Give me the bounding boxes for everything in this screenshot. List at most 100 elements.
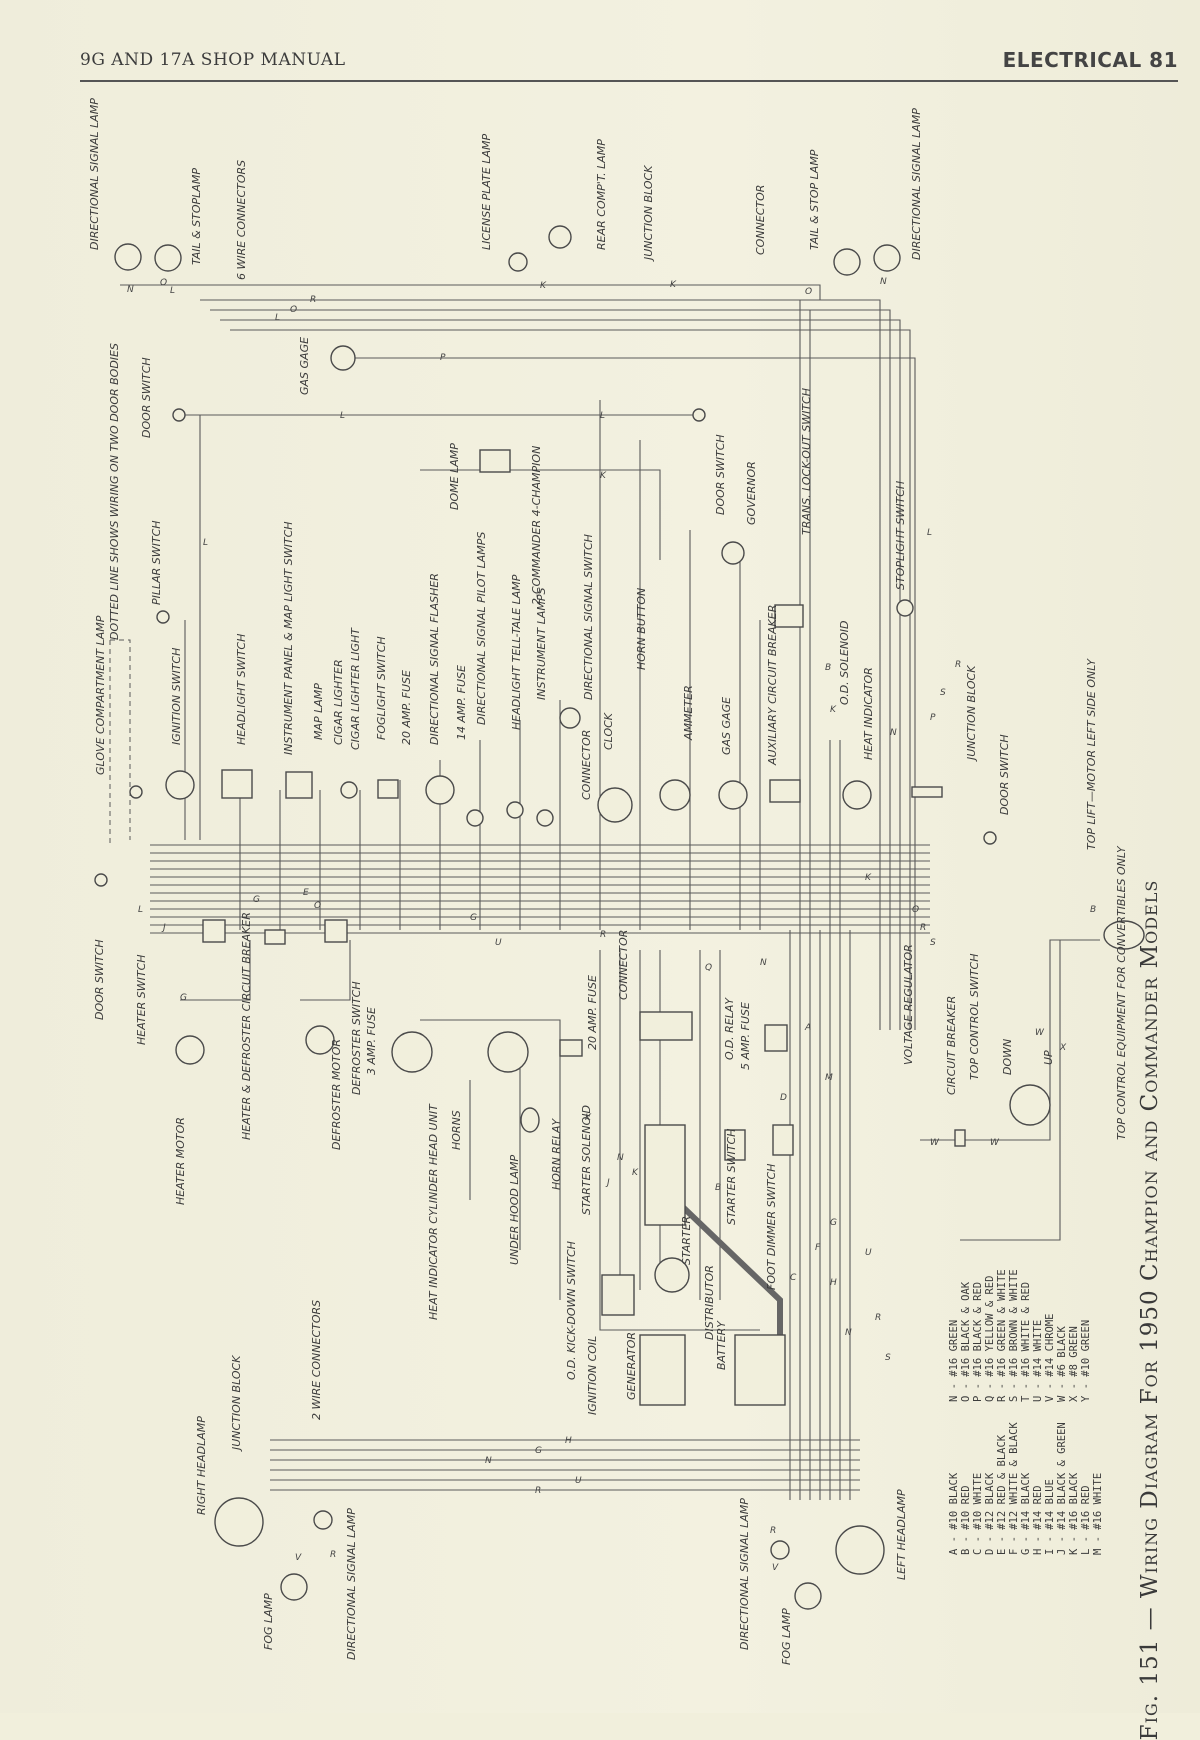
label-heater-switch: HEATER SWITCH [135,954,148,1045]
glove-compartment-lamp-icon [129,785,143,799]
label-top-lift-motor: TOP LIFT—MOTOR LEFT SIDE ONLY [1085,658,1098,850]
od-solenoid-icon [774,604,804,628]
gas-gage-tank-unit-icon [330,345,356,371]
label-directional-signal-switch: DIRECTIONAL SIGNAL SWITCH [582,534,595,700]
harness-wires [109,284,1100,1500]
wire-letter: O [805,287,812,297]
wire-letter: B [825,663,831,673]
label-directional-signal-lamp: DIRECTIONAL SIGNAL LAMP [910,108,923,260]
wire-letter: U [495,938,502,948]
wire-letter: W [990,1138,1000,1148]
legend-entry: E - #12 RED & BLACK [996,1434,1008,1555]
label-stoplight-switch: STOPLIGHT SWITCH [894,481,907,590]
foot-dimmer-switch-icon [772,1124,794,1156]
wire-letter: Q [705,963,712,973]
rear-left-directional-lamp-icon [114,243,142,271]
wire-letter: B [1090,905,1096,915]
label-od-kickdown-switch: O.D. KICK-DOWN SWITCH [565,1241,578,1380]
label-connector: CONNECTOR [580,730,593,800]
label-20-amp-fuse: 20 AMP. FUSE [586,975,599,1050]
legend-entry: D - #12 BLACK [984,1472,996,1555]
headlight-switch-icon [221,769,253,799]
label-license-plate-lamp: LICENSE PLATE LAMP [480,134,493,250]
left-directional-lamp-icon [770,1540,790,1560]
label-fog-lamp: FOG LAMP [262,1593,275,1650]
generator-icon [639,1334,686,1406]
label-dome-lamp: DOME LAMP [448,443,461,510]
label-generator: GENERATOR [625,1332,638,1400]
label-left-headlamp: LEFT HEADLAMP [895,1489,908,1580]
label-cigar-lighter: CIGAR LIGHTER [332,659,345,745]
label-foot-dimmer-switch: FOOT DIMMER SWITCH [765,1164,778,1290]
label-starter-switch: STARTER SWITCH [725,1129,738,1225]
label-defroster-switch: DEFROSTER SWITCH [350,981,363,1095]
directional-signal-flasher-icon [425,775,455,805]
wire-letter: P [440,353,446,363]
wire-letter: R [310,295,316,305]
wire-letter: U [575,1476,582,1486]
label-trans-lockout-switch: TRANS. LOCK-OUT SWITCH [800,388,813,535]
wire-letter: H [565,1436,572,1446]
legend-entry: B - #10 RED [960,1485,972,1555]
label-door-switch: DOOR SWITCH [140,357,153,438]
battery-icon [734,1334,786,1406]
wire-letter: R [330,1550,336,1560]
label-ignition-coil: IGNITION COIL [586,1336,599,1415]
label-ammeter: AMMETER [682,685,695,741]
legend-entry: J - #14 BLACK & GREEN [1056,1422,1068,1555]
wire-letter: S [930,938,936,948]
wire-letter: R [770,1526,776,1536]
heat-indicator-icon [842,780,872,810]
running-header-right: ELECTRICAL 81 [1002,48,1178,72]
wire-letter: K [830,705,837,715]
label-distributor: DISTRIBUTOR [703,1265,716,1340]
telltale-lamp-icon [506,801,524,819]
label-directional-signal-lamp: DIRECTIONAL SIGNAL LAMP [88,98,101,250]
starter-switch-icon [724,1129,746,1161]
legend-entry: P - #16 BLACK & RED [972,1282,984,1402]
label-2-wire-connectors: 2 WIRE CONNECTORS [310,1300,323,1420]
label-instrument-lamps: INSTRUMENT LAMPS [535,587,548,700]
wire-letter: O [314,901,321,911]
label-starter: STARTER [680,1216,693,1265]
label-dotted-line-note: DOTTED LINE SHOWS WIRING ON TWO DOOR BOD… [108,343,121,640]
label-horn-relay: HORN RELAY [550,1117,563,1190]
label-starter-solenoid: STARTER SOLENOID [580,1105,593,1215]
legend-entry: I - #14 BLUE [1044,1479,1056,1555]
wire-letter: L [600,411,605,421]
legend-entry: R - #16 GREEN & WHITE [996,1269,1008,1402]
label-map-lamp: MAP LAMP [312,683,325,740]
wire-letter: R [600,930,606,940]
label-voltage-regulator: VOLTAGE REGULATOR [902,944,915,1065]
label-gas-gage: GAS GAGE [720,697,733,755]
label-directional-signal-flasher: DIRECTIONAL SIGNAL FLASHER [428,573,441,745]
wire-letter: K [632,1168,639,1178]
wire-letter: J [161,923,166,933]
wire-letter: K [670,280,677,290]
label-directional-signal-lamp: DIRECTIONAL SIGNAL LAMP [738,1498,751,1650]
right-fog-lamp-icon [280,1573,308,1601]
label-ignition-switch: IGNITION SWITCH [170,648,183,745]
legend-entry: F - #12 WHITE & BLACK [1008,1422,1020,1555]
wire-letter: O [912,905,919,915]
label-6-wire-connectors: 6 WIRE CONNECTORS [235,160,248,280]
wire-letter: X [1059,1043,1067,1053]
component-labels: DIRECTIONAL SIGNAL LAMP TAIL & STOPLAMP … [88,98,1128,1665]
legend-entry: T - #16 WHITE & RED [1020,1282,1032,1402]
horn-icon [487,1031,529,1073]
wire-letter: K [585,1113,592,1123]
label-14-amp-fuse: 14 AMP. FUSE [455,665,468,740]
wire-letter: R [535,1486,541,1496]
label-instrument-lamps-count: 2-COMMANDER 4-CHAMPION [530,446,543,605]
defroster-switch-icon [324,919,348,943]
legend-entry: V - #14 CHROME [1044,1313,1056,1402]
label-junction-block: JUNCTION BLOCK [230,1355,243,1452]
label-rear-comp-lamp: REAR COMP'T. LAMP [595,139,608,250]
wire-letter: L [203,538,208,548]
label-auxiliary-circuit-breaker: AUXILIARY CIRCUIT BREAKER [766,605,779,766]
wire-letter: N [880,277,887,287]
pillar-switch-icon [156,610,170,624]
label-fog-lamp: FOG LAMP [780,1608,793,1665]
wire-letter: V [295,1553,302,1563]
label-20-amp-fuse: 20 AMP. FUSE [400,670,413,745]
